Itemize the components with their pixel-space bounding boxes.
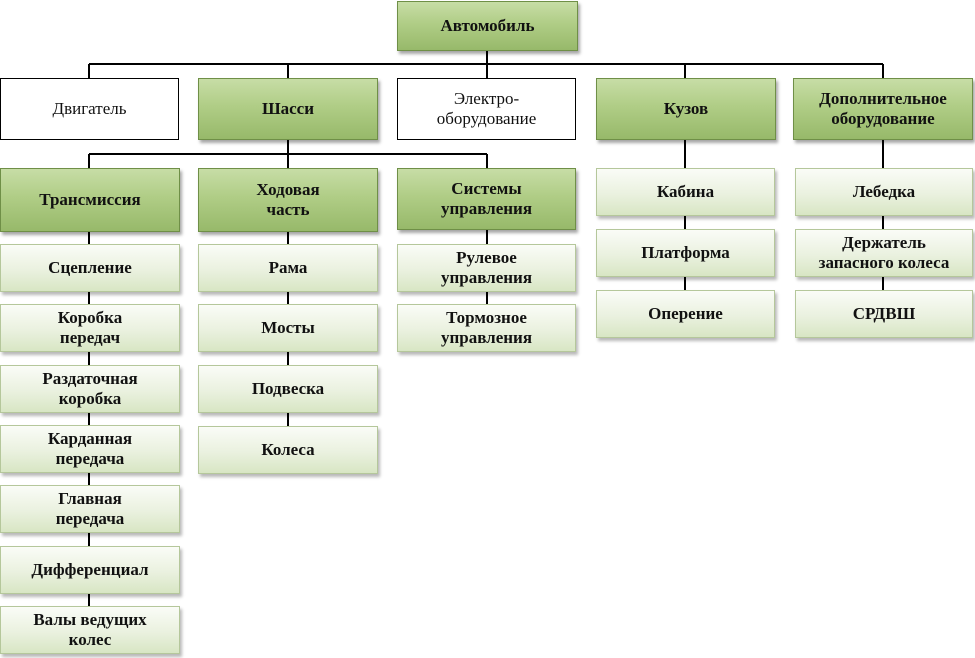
node-fenders: Оперение: [596, 290, 775, 338]
root-node-automobile: Автомобиль: [397, 1, 578, 51]
node-srdvsh: СРДВШ: [795, 290, 973, 338]
node-wheels: Колеса: [198, 426, 378, 474]
node-platform: Платформа: [596, 229, 775, 277]
node-spare-wheel-holder: Держатель запасного колеса: [795, 229, 973, 277]
node-brakes: Тормозное управления: [397, 304, 576, 352]
node-differential: Дифференциал: [0, 546, 180, 594]
node-cab: Кабина: [596, 168, 775, 216]
node-running-gear: Ходовая часть: [198, 168, 378, 232]
node-final-drive: Главная передача: [0, 485, 180, 533]
node-winch: Лебедка: [795, 168, 973, 216]
node-steering: Рулевое управления: [397, 244, 576, 292]
node-transfer-case: Раздаточная коробка: [0, 365, 180, 413]
node-engine: Двигатель: [0, 78, 179, 140]
node-cardan-drive: Карданная передача: [0, 425, 180, 473]
node-body: Кузов: [596, 78, 776, 140]
node-electrical: Электро- оборудование: [397, 78, 576, 140]
node-clutch: Сцепление: [0, 244, 180, 292]
node-chassis: Шасси: [198, 78, 378, 140]
node-control-systems: Системы управления: [397, 168, 576, 230]
node-drive-shafts: Валы ведущих колес: [0, 606, 180, 654]
node-axles: Мосты: [198, 304, 378, 352]
node-frame: Рама: [198, 244, 378, 292]
node-transmission: Трансмиссия: [0, 168, 180, 232]
node-suspension: Подвеска: [198, 365, 378, 413]
node-extra-equipment: Дополнительное оборудование: [793, 78, 973, 140]
node-gearbox: Коробка передач: [0, 304, 180, 352]
